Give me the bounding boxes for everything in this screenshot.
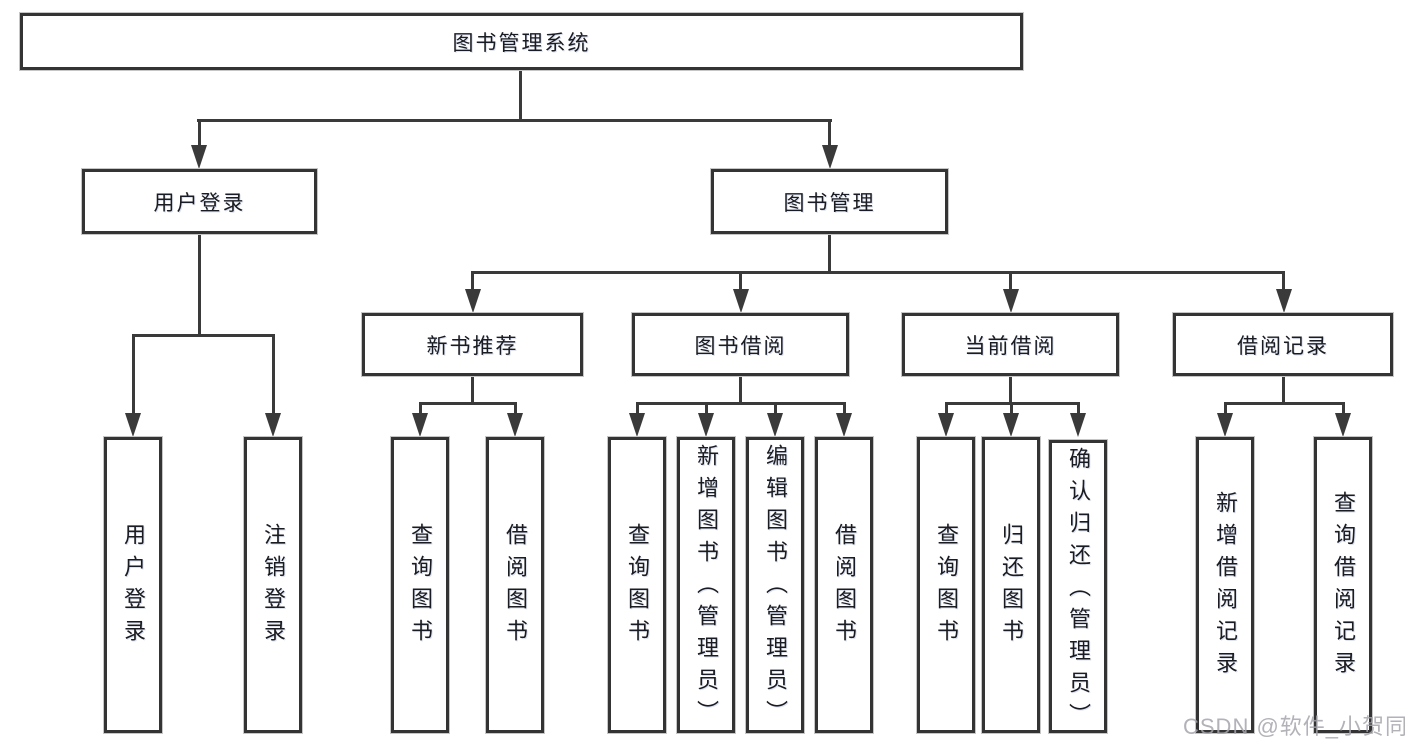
leaf-query-books-borrow: 查询图书 xyxy=(608,437,666,733)
arrowhead-down-icon xyxy=(1002,289,1019,313)
leaf-add-book-admin: 新增图书（管理员） xyxy=(677,437,735,733)
arrowhead-down-icon xyxy=(265,413,281,437)
leaf-logout: 注销登录 xyxy=(244,437,302,733)
connector-hline xyxy=(131,333,275,337)
connector-stem xyxy=(635,403,639,415)
connector-stem xyxy=(704,403,708,415)
connector-stem xyxy=(271,335,275,415)
leaf-add-borrow-record: 新增借阅记录 xyxy=(1196,437,1254,733)
arrowhead-down-icon xyxy=(732,289,749,313)
connector-hline xyxy=(471,270,1285,274)
connector-vline xyxy=(1281,376,1285,404)
leaf-borrow-books-recommend: 借阅图书 xyxy=(486,437,544,733)
node-user-login: 用户登录 xyxy=(82,169,317,234)
leaf-confirm-return-admin: 确认归还（管理员） xyxy=(1049,440,1107,735)
leaf-borrow-books: 借阅图书 xyxy=(815,437,873,733)
arrowhead-down-icon xyxy=(412,413,428,437)
node-book-management: 图书管理 xyxy=(711,169,948,234)
connector-stem xyxy=(773,403,777,415)
connector-vline xyxy=(471,376,474,404)
arrowhead-down-icon xyxy=(1217,413,1233,437)
connector-vline xyxy=(739,376,742,404)
arrowhead-down-icon xyxy=(836,413,852,437)
connector-hline xyxy=(197,118,832,122)
node-root: 图书管理系统 xyxy=(20,13,1023,70)
leaf-edit-book-admin: 编辑图书（管理员） xyxy=(746,437,804,733)
connector-stem xyxy=(131,335,135,415)
arrowhead-down-icon xyxy=(1070,413,1086,437)
leaf-query-books-recommend: 查询图书 xyxy=(391,437,449,733)
connector-hline xyxy=(418,401,517,405)
arrowhead-down-icon xyxy=(821,145,838,169)
connector-vline xyxy=(518,70,522,121)
connector-stem xyxy=(471,272,474,291)
connector-hline xyxy=(1223,401,1345,405)
connector-stem xyxy=(944,403,948,415)
arrowhead-down-icon xyxy=(507,413,523,437)
node-book-borrow: 图书借阅 xyxy=(632,313,849,376)
connector-stem xyxy=(197,120,201,147)
node-new-book-recommend: 新书推荐 xyxy=(362,313,583,376)
connector-stem xyxy=(1009,272,1012,291)
connector-stem xyxy=(1341,403,1345,415)
connector-vline xyxy=(1009,376,1012,404)
leaf-user-login: 用户登录 xyxy=(104,437,162,733)
connector-stem xyxy=(739,272,742,291)
connector-hline xyxy=(635,401,846,405)
connector-stem xyxy=(1282,272,1285,291)
connector-stem xyxy=(1076,403,1080,415)
leaf-query-borrow-record: 查询借阅记录 xyxy=(1314,437,1372,733)
connector-stem xyxy=(828,120,831,147)
arrowhead-down-icon xyxy=(464,289,481,313)
connector-stem xyxy=(513,403,517,415)
arrowhead-down-icon xyxy=(191,145,207,169)
watermark: CSDN @软件_小贺同学 xyxy=(1183,714,1405,739)
leaf-query-books-current: 查询图书 xyxy=(917,437,975,733)
connector-vline xyxy=(198,234,201,336)
connector-vline xyxy=(828,234,831,273)
arrowhead-down-icon xyxy=(698,413,714,437)
connector-stem xyxy=(418,403,422,415)
connector-stem xyxy=(1223,403,1227,415)
arrowhead-down-icon xyxy=(629,413,645,437)
arrowhead-down-icon xyxy=(938,413,954,437)
connector-stem xyxy=(842,403,846,415)
node-current-borrow: 当前借阅 xyxy=(902,313,1119,376)
connector-stem xyxy=(1009,403,1013,415)
arrowhead-down-icon xyxy=(1003,413,1019,437)
arrowhead-down-icon xyxy=(1275,289,1292,313)
arrowhead-down-icon xyxy=(125,413,141,437)
leaf-return-book: 归还图书 xyxy=(982,437,1040,733)
arrowhead-down-icon xyxy=(767,413,783,437)
node-borrow-records: 借阅记录 xyxy=(1173,313,1393,376)
arrowhead-down-icon xyxy=(1335,413,1351,437)
